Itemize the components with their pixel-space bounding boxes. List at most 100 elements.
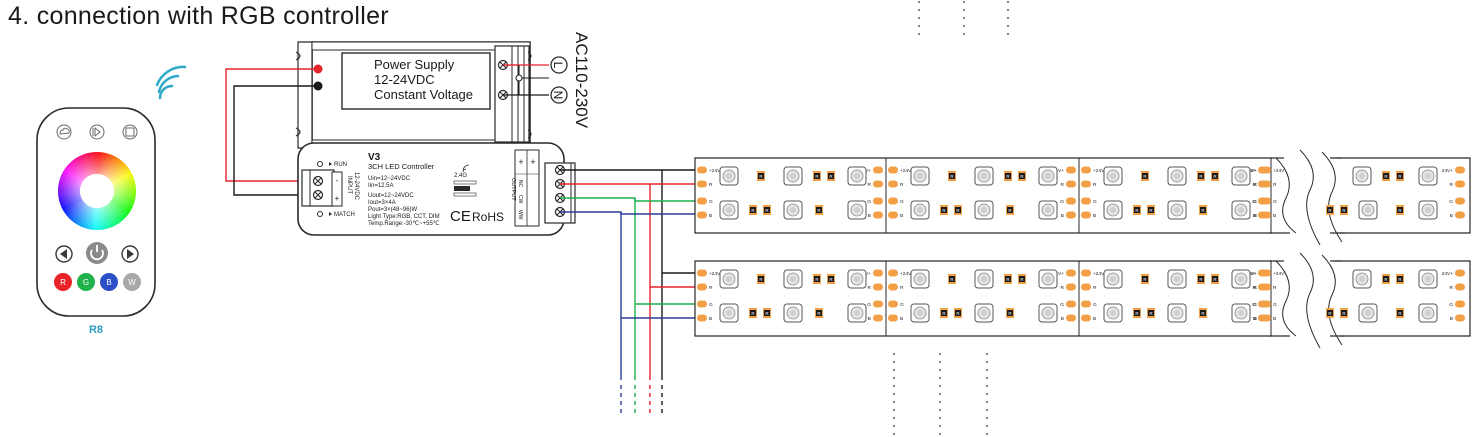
remote-r-button[interactable] — [54, 273, 72, 291]
cloud-button-icon — [56, 124, 72, 140]
solder-pad — [697, 269, 707, 277]
continuation-dot — [939, 377, 941, 379]
pad-label: B — [1061, 213, 1064, 219]
run-label: RUN — [334, 162, 347, 168]
solder-pad — [1455, 314, 1465, 322]
svg-text:R: R — [1342, 208, 1346, 213]
solder-pad — [1261, 166, 1271, 174]
output-label: OUTPUT — [510, 178, 516, 201]
color-wheel[interactable] — [57, 152, 136, 231]
svg-text:R: R — [1201, 208, 1205, 213]
pad-label: G — [1449, 199, 1453, 205]
pad-label: R — [1253, 182, 1257, 188]
pad-label: R — [1273, 182, 1277, 188]
solder-pad — [697, 211, 707, 219]
solder-pad — [697, 283, 707, 291]
dc-wires — [225, 68, 318, 196]
continuation-dot — [986, 361, 988, 363]
svg-text:R: R — [1006, 277, 1010, 282]
remote-b-label: B — [106, 278, 111, 287]
pad-label: B — [900, 213, 903, 219]
wireless-signal-icon — [155, 65, 187, 100]
solder-pad — [888, 269, 898, 277]
continuation-dot — [963, 25, 965, 27]
svg-text:R: R — [1328, 208, 1332, 213]
continuation-dot — [986, 433, 988, 435]
continuation-dot — [939, 361, 941, 363]
pad-label: +24V — [900, 168, 912, 174]
continuation-dot — [986, 417, 988, 419]
spec-uout: Uout=12~24VDC — [368, 193, 414, 199]
remote-w-button[interactable] — [123, 273, 141, 291]
pad-label: R — [868, 285, 872, 291]
svg-text:R: R — [1398, 311, 1402, 316]
continuation-dot — [893, 369, 895, 371]
continuation-dot — [918, 17, 920, 19]
frequency-label: 2.4G — [454, 173, 467, 179]
pad-label: B — [1254, 213, 1257, 219]
solder-pad — [1066, 300, 1076, 308]
remote-g-label: G — [83, 278, 89, 287]
solder-pad — [1261, 283, 1271, 291]
solder-pad — [888, 197, 898, 205]
continuation-dot — [986, 409, 988, 411]
pad-label: G — [1093, 302, 1097, 308]
input-plus-label: + — [335, 194, 340, 203]
svg-text:R: R — [950, 277, 954, 282]
pad-label: B — [1254, 316, 1257, 322]
solder-pad — [1455, 269, 1465, 277]
pad-label: B — [1450, 213, 1453, 219]
svg-text:R: R — [1201, 311, 1205, 316]
solder-pad — [1066, 314, 1076, 322]
spec-uin: Uin=12~24VDC — [368, 176, 411, 182]
pad-label: G — [1273, 199, 1277, 205]
svg-text:R: R — [950, 174, 954, 179]
continuation-dot — [963, 33, 965, 35]
continuation-dot — [1007, 17, 1009, 19]
strip-break-line — [1275, 157, 1297, 234]
solder-pad — [1455, 197, 1465, 205]
pad-label: G — [867, 302, 871, 308]
svg-text:R: R — [1398, 174, 1402, 179]
svg-text:R: R — [759, 277, 763, 282]
continuation-dot — [986, 369, 988, 371]
pad-label: G — [1253, 302, 1257, 308]
solder-pad — [1081, 314, 1091, 322]
pad-label: B — [1093, 316, 1096, 322]
svg-text:R: R — [956, 311, 960, 316]
pad-label: R — [1273, 285, 1277, 291]
pad-label: G — [900, 199, 904, 205]
svg-text:R: R — [1020, 174, 1024, 179]
remote-controls-row — [55, 242, 139, 264]
remote-b-button[interactable] — [100, 273, 118, 291]
solder-pad — [1261, 180, 1271, 188]
solder-pad — [1066, 211, 1076, 219]
pad-label: G — [1060, 199, 1064, 205]
continuation-dot — [939, 353, 941, 355]
pad-label: R — [900, 285, 904, 291]
continuation-dot — [918, 25, 920, 27]
pad-label: B — [709, 213, 712, 219]
pad-label: R — [1061, 182, 1065, 188]
continuation-dot — [893, 361, 895, 363]
continuation-dot — [918, 1, 920, 3]
input-label: INPUT — [346, 176, 352, 194]
continuation-dot — [893, 353, 895, 355]
solder-pad — [1081, 197, 1091, 205]
spec-iout: Iout=3×4A — [368, 200, 396, 206]
pad-label: B — [709, 316, 712, 322]
svg-text:R: R — [1213, 277, 1217, 282]
svg-text:R: R — [942, 311, 946, 316]
solder-pad — [888, 283, 898, 291]
remote-g-button[interactable] — [77, 273, 95, 291]
wire-top-strip — [560, 211, 700, 215]
svg-text:R: R — [1008, 311, 1012, 316]
solder-pad — [888, 211, 898, 219]
continuation-dot — [1007, 33, 1009, 35]
pad-label: G — [867, 199, 871, 205]
pad-label: B — [1273, 213, 1276, 219]
svg-text:R: R — [751, 208, 755, 213]
strip-break-line — [1321, 254, 1343, 346]
pad-label: G — [1273, 302, 1277, 308]
